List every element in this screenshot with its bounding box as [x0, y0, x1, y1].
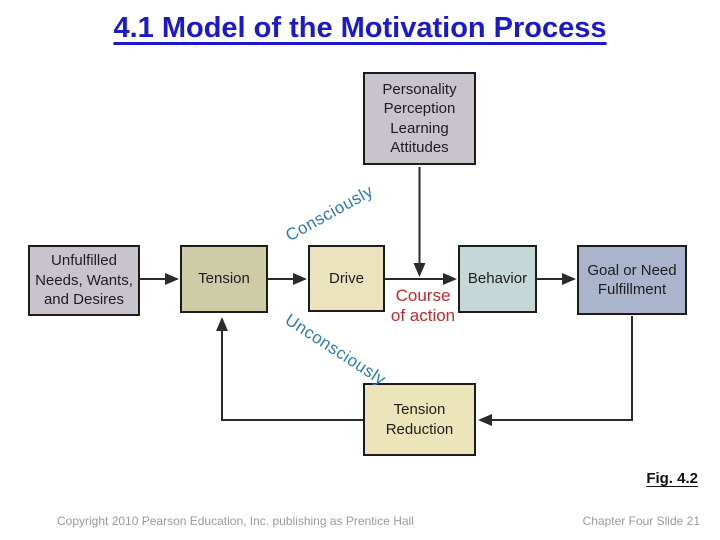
box-tension-reduction: Tension Reduction	[363, 383, 476, 456]
box-drive: Drive	[308, 245, 385, 312]
slide-title: 4.1 Model of the Motivation Process	[113, 12, 607, 44]
footer-slide-number: Chapter Four Slide 21	[582, 514, 700, 528]
fig-caption: Fig. 4.2	[646, 470, 698, 487]
box-personality: Personality Perception Learning Attitude…	[363, 72, 476, 165]
box-tension: Tension	[180, 245, 268, 313]
box-behavior: Behavior	[458, 245, 537, 313]
box-unfulfilled-needs: Unfulfilled Needs, Wants, and Desires	[28, 245, 140, 316]
arrow-goal-to-tension-reduction	[478, 316, 633, 426]
box-goal-fulfillment: Goal or Need Fulfillment	[577, 245, 687, 315]
label-course-of-action: Course of action	[390, 286, 456, 326]
footer-copyright: Copyright 2010 Pearson Education, Inc. p…	[57, 514, 414, 528]
label-consciously: Consciously	[282, 181, 377, 246]
label-unconsciously: Unconsciously	[281, 310, 390, 390]
